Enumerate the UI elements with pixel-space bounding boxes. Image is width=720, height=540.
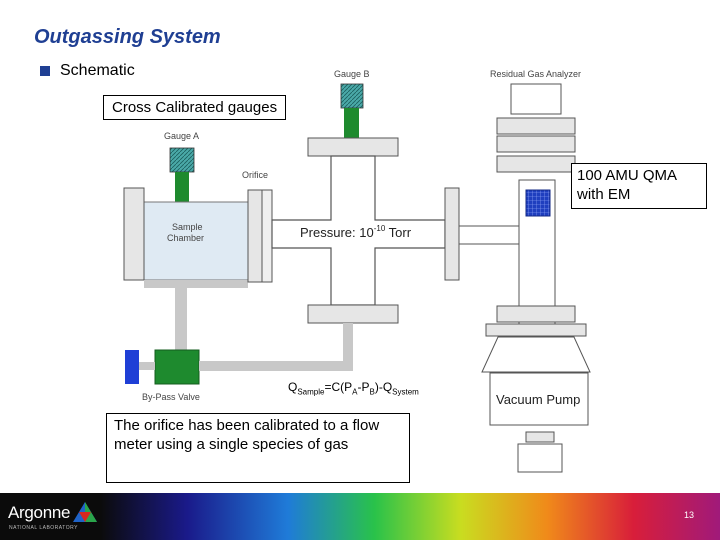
bullet-text: Schematic [60, 62, 135, 79]
eq-close: )-Q [374, 380, 393, 394]
top-flange [307, 137, 399, 157]
pump-funnel [481, 336, 591, 373]
pressure-exponent: -10 [374, 224, 386, 233]
cross-right-flange [444, 187, 460, 281]
page-number: 13 [683, 510, 694, 520]
argonne-logo-text: Argonne [8, 503, 71, 522]
gauge-b-head [340, 83, 364, 109]
chamber-left-flange [123, 187, 145, 281]
pump-base [517, 443, 563, 473]
callout-orifice-note: The orifice has been calibrated to a flo… [106, 413, 410, 483]
callout-cross-calibrated-text: Cross Calibrated gauges [112, 99, 278, 116]
label-vacuum-pump: Vacuum Pump [496, 392, 580, 407]
bypass-valve-stem [139, 362, 155, 370]
bullet-schematic: Schematic [40, 62, 135, 80]
eq-sample-sub: Sample [297, 387, 325, 397]
callout-qma-line2: with EM [577, 186, 631, 203]
callout-orifice-note-text: The orifice has been calibrated to a flo… [114, 417, 380, 453]
bypass-pipe-vertical [175, 288, 187, 350]
callout-qma-line1: 100 AMU QMA [577, 167, 678, 184]
rga-flange-top [496, 117, 576, 135]
cross-bottom-flange [307, 304, 399, 324]
callout-qma: 100 AMU QMA with EM [571, 163, 707, 209]
eq-dash: -P [357, 380, 370, 394]
label-gauge-b: Gauge B [334, 69, 370, 79]
pump-base-neck [525, 431, 555, 443]
argonne-logo-subtext: NATIONAL LABORATORY [9, 525, 78, 531]
bypass-pipe-up [343, 323, 353, 371]
bypass-valve-actuator [125, 350, 139, 384]
eq-q: Q [288, 380, 298, 394]
footer-bar: Argonne NATIONAL LABORATORY 13 [0, 493, 720, 540]
qma-detector [525, 189, 551, 217]
pipe-to-rga [458, 225, 520, 245]
gauge-a-stem [175, 172, 189, 202]
label-orifice: Orifice [242, 170, 268, 180]
equation: QSample=C(PA-PB)-QSystem [288, 380, 419, 396]
rga-flange-mid [496, 135, 576, 153]
bypass-pipe-right [199, 361, 351, 371]
callout-cross-calibrated: Cross Calibrated gauges [103, 95, 287, 120]
vacuum-pump-body [489, 372, 589, 426]
label-pressure: Pressure: 10-10 Torr [300, 224, 412, 240]
label-sample-2: Chamber [167, 233, 204, 243]
pump-flange-1 [496, 305, 576, 323]
eq-b-sub: B [369, 387, 375, 397]
orifice-flange [247, 189, 263, 283]
label-gauge-a: Gauge A [164, 131, 199, 141]
argonne-triangle-icon [73, 502, 97, 522]
bypass-valve [154, 349, 200, 385]
sample-chamber [143, 201, 249, 281]
rga-flange-low [496, 155, 576, 173]
orifice-plate [261, 189, 273, 283]
pump-flange-2 [485, 323, 587, 337]
pressure-prefix: Pressure: 10 [300, 225, 374, 240]
eq-system-sub: System [392, 387, 419, 397]
footer-spectrum [0, 493, 720, 540]
label-bypass: By-Pass Valve [142, 392, 200, 402]
slide-title: Outgassing System [34, 26, 221, 48]
rga-head [510, 83, 562, 115]
gauge-a-head [169, 147, 195, 173]
label-sample-1: Sample [172, 222, 203, 232]
outgassing-schematic: Gauge B Residual Gas Analyzer Gauge A Or… [123, 69, 591, 473]
pressure-unit: Torr [385, 225, 411, 240]
label-rga: Residual Gas Analyzer [490, 69, 581, 79]
eq-a-sub: A [352, 387, 358, 397]
chamber-lower-pipe [144, 280, 248, 288]
square-bullet-icon [40, 66, 50, 76]
eq-middle: =C(P [324, 380, 353, 394]
gauge-b-stem [344, 108, 359, 138]
